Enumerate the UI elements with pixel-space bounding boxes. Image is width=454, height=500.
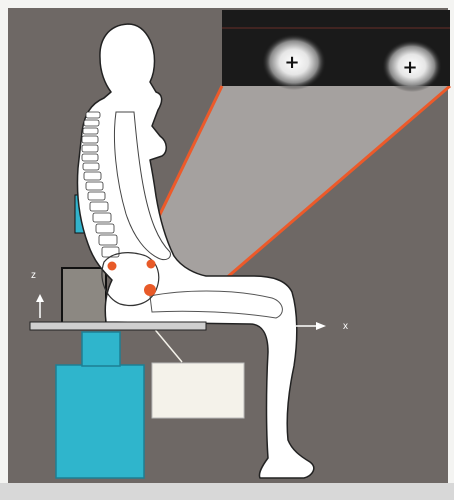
base-column (56, 365, 144, 478)
inset-marker-right: + (402, 57, 417, 78)
z-axis-label: z (31, 270, 36, 281)
sensor-marker-femur (144, 284, 156, 296)
pressure-image-inset (222, 10, 450, 92)
label-box (152, 363, 244, 418)
sensor-marker-ischium (108, 262, 117, 271)
sensor-marker-hip (147, 260, 156, 269)
seat-block (62, 268, 106, 325)
floor-strip (0, 483, 454, 500)
neck-column (82, 332, 120, 366)
seat-plate (30, 322, 206, 330)
x-axis-label: x (343, 321, 348, 332)
inset-marker-left: + (284, 52, 299, 73)
